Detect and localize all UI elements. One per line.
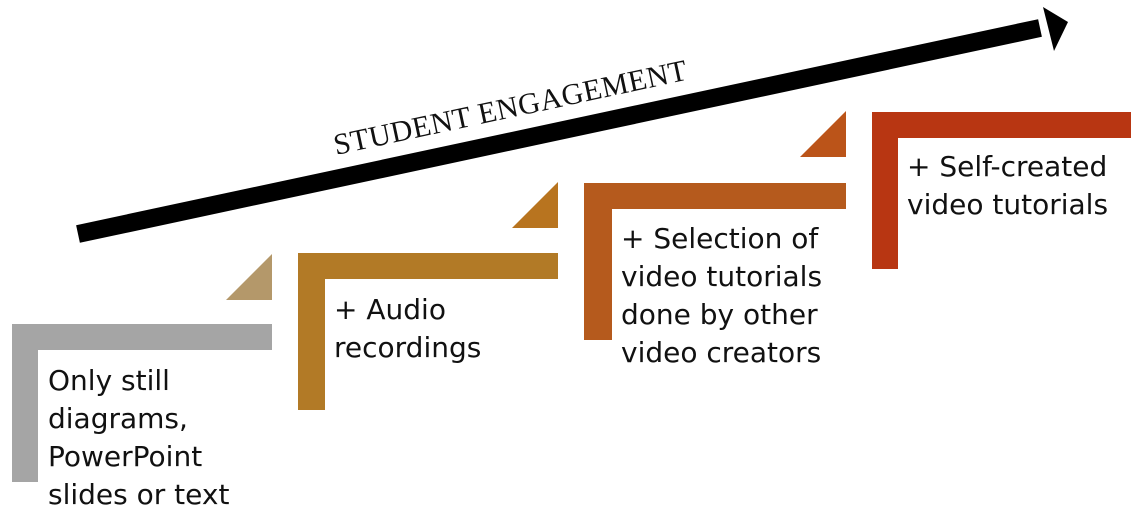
step-4-line-2: video tutorials — [907, 188, 1109, 221]
step-1-band — [12, 324, 272, 482]
step-2-band — [298, 253, 558, 410]
arrow-shaft — [76, 19, 1042, 243]
step-4-band — [872, 112, 1131, 269]
step-3-line-4: video creators — [621, 336, 822, 369]
step-1-text: Only still diagrams, PowerPoint slides o… — [48, 362, 229, 514]
step-1-line-3: PowerPoint — [48, 440, 203, 473]
step-1-accent-triangle — [226, 254, 272, 300]
engagement-arrow — [76, 7, 1068, 243]
step-1-line-2: diagrams, — [48, 402, 188, 435]
step-4-line-1: + Self-created — [907, 150, 1108, 183]
step-1-line-4: slides or text — [48, 478, 230, 511]
step-3-line-1: + Selection of — [621, 222, 819, 255]
step-2-text: + Audio recordings — [334, 291, 481, 367]
step-2-line-2: recordings — [334, 331, 482, 364]
step-3-band — [584, 183, 846, 340]
step-2-accent-triangle — [512, 182, 558, 228]
step-1-line-1: Only still — [48, 364, 170, 397]
step-3-line-2: video tutorials — [621, 260, 823, 293]
step-4-text: + Self-created video tutorials — [907, 148, 1108, 224]
step-3-text: + Selection of video tutorials done by o… — [621, 220, 822, 372]
step-3-accent-triangle — [800, 111, 846, 157]
step-2-line-1: + Audio — [334, 293, 446, 326]
step-3-line-3: done by other — [621, 298, 818, 331]
arrow-head — [1043, 7, 1068, 51]
